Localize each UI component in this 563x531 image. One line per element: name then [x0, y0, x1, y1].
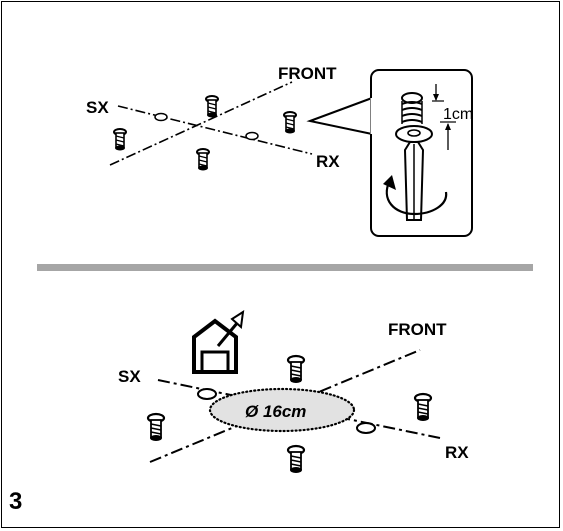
- rotation-arrow-icon: [385, 179, 448, 216]
- screw-icon: [286, 444, 306, 475]
- rx-label-bottom: RX: [445, 443, 469, 462]
- bottom-diagram: FRONT SX RX Ø 16cm: [118, 310, 469, 475]
- screw-icon: [196, 148, 210, 172]
- washer-icon: [245, 131, 259, 141]
- sx-label-top: SX: [86, 98, 109, 117]
- section-divider: [37, 264, 533, 271]
- washer-icon: [197, 388, 217, 400]
- washer-icon: [154, 112, 168, 122]
- screw-icon: [286, 354, 306, 385]
- front-label-top: FRONT: [278, 64, 337, 83]
- callout-pointer: [306, 96, 373, 136]
- top-diagram: FRONT SX RX: [86, 64, 473, 237]
- screw-icon: [413, 392, 433, 423]
- screw-icon: [113, 128, 127, 152]
- screw-icon: [146, 412, 166, 443]
- diameter-label: Ø 16cm: [245, 402, 306, 421]
- screw-icon: [283, 111, 297, 135]
- sx-label-bottom: SX: [118, 367, 141, 386]
- step-number: 3: [9, 488, 23, 515]
- measure-1cm-label: 1cm: [443, 106, 473, 123]
- front-axis-top: [109, 81, 293, 166]
- hole-outline: [208, 387, 356, 433]
- rx-label-top: RX: [316, 152, 340, 171]
- washer-icon: [356, 422, 376, 434]
- screw-detail-inset: 1cm: [370, 69, 473, 237]
- sx-rx-axis-top: [117, 105, 313, 155]
- house-vent-icon: [192, 310, 245, 374]
- front-label-bottom: FRONT: [388, 320, 447, 339]
- screw-icon: [205, 95, 219, 119]
